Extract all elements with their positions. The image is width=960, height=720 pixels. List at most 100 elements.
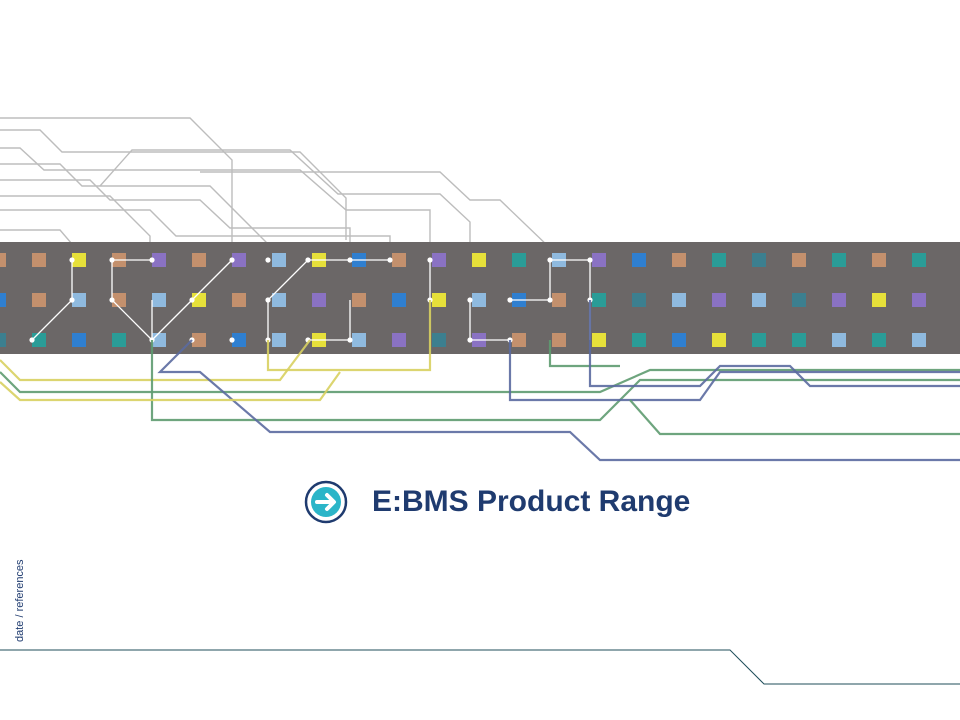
grid-square [712,253,726,267]
wires-above-band [0,117,551,300]
grid-square [912,333,926,347]
connection-dot [69,297,75,303]
gray-wire [0,129,347,240]
grid-square [832,333,846,347]
grid-square [872,253,886,267]
grid-square [472,293,486,307]
connection-dot [427,257,433,263]
gray-wire [0,179,351,260]
grid-square [112,333,126,347]
grid-square [752,333,766,347]
grid-square [72,253,86,267]
colored-wire [266,300,432,372]
colored-wire [157,339,960,462]
colored-wire [548,340,620,368]
grid-square [632,293,646,307]
grid-square [392,333,406,347]
grid-square [752,253,766,267]
grid-square [432,293,446,307]
white-connection [151,299,193,341]
grid-square [152,253,166,267]
grid-square [0,333,6,347]
grid-square [32,293,46,307]
connection-dot [229,257,235,263]
connection-dot [547,257,553,263]
grid-square [152,293,166,307]
grid-square [592,293,606,307]
grid-square [792,293,806,307]
connection-dot [547,297,553,303]
grid-square [392,293,406,307]
white-connection [111,260,153,342]
connection-dot [305,257,311,263]
grid-square [512,333,526,347]
connection-dot [29,337,35,343]
wires-below-band [0,300,960,462]
colored-wire [0,368,960,394]
connection-dot [265,257,271,263]
grid-square [792,333,806,347]
grid-square [832,253,846,267]
connection-dot [347,257,353,263]
connection-dot [109,297,115,303]
gray-wire [0,117,233,260]
grid-square [232,253,246,267]
footer-divider-line [0,649,960,685]
grid-square [672,253,686,267]
grid-square [32,253,46,267]
grid-square [832,293,846,307]
grid-square [272,253,286,267]
slide-title: E:BMS Product Range [372,485,691,518]
grid-square [272,293,286,307]
grid-square [792,253,806,267]
connection-dot [69,257,75,263]
grid-square [552,293,566,307]
colored-wire [629,399,960,436]
white-connection [191,259,233,301]
grid-square [872,293,886,307]
connection-dot [467,297,473,303]
grid-square [432,333,446,347]
colored-wire [508,340,960,402]
gray-wire [0,147,431,260]
connection-dot [467,337,473,343]
grid-square [352,333,366,347]
date-references-label: date / references [14,559,26,642]
colored-wire [150,340,960,422]
grid-square [352,293,366,307]
connection-dot [229,337,235,343]
grid-square [552,333,566,347]
grid-square [712,333,726,347]
grid-square [272,333,286,347]
connection-dot [387,257,393,263]
grid-square [432,253,446,267]
grid-square [712,293,726,307]
grid-square [872,333,886,347]
colored-wire [588,300,960,388]
connection-dot [149,257,155,263]
square-grid [0,253,926,347]
arrow-right-circle-icon [304,480,348,524]
grid-square [192,253,206,267]
connection-dot [347,337,353,343]
title-block: E:BMS Product Range [304,479,690,525]
grid-square [672,333,686,347]
grid-square [232,333,246,347]
grid-square [592,333,606,347]
grid-square [312,293,326,307]
grid-square [632,333,646,347]
grid-square [192,333,206,347]
grid-square [912,293,926,307]
grid-square [232,293,246,307]
grid-square [72,333,86,347]
connection-dot [109,257,115,263]
grid-square [0,293,6,307]
grid-square [912,253,926,267]
grid-square [592,253,606,267]
grid-square [392,253,406,267]
white-connection [267,259,390,301]
grid-square [672,293,686,307]
grid-square [472,253,486,267]
connection-dots [29,257,593,343]
connection-dot [587,257,593,263]
